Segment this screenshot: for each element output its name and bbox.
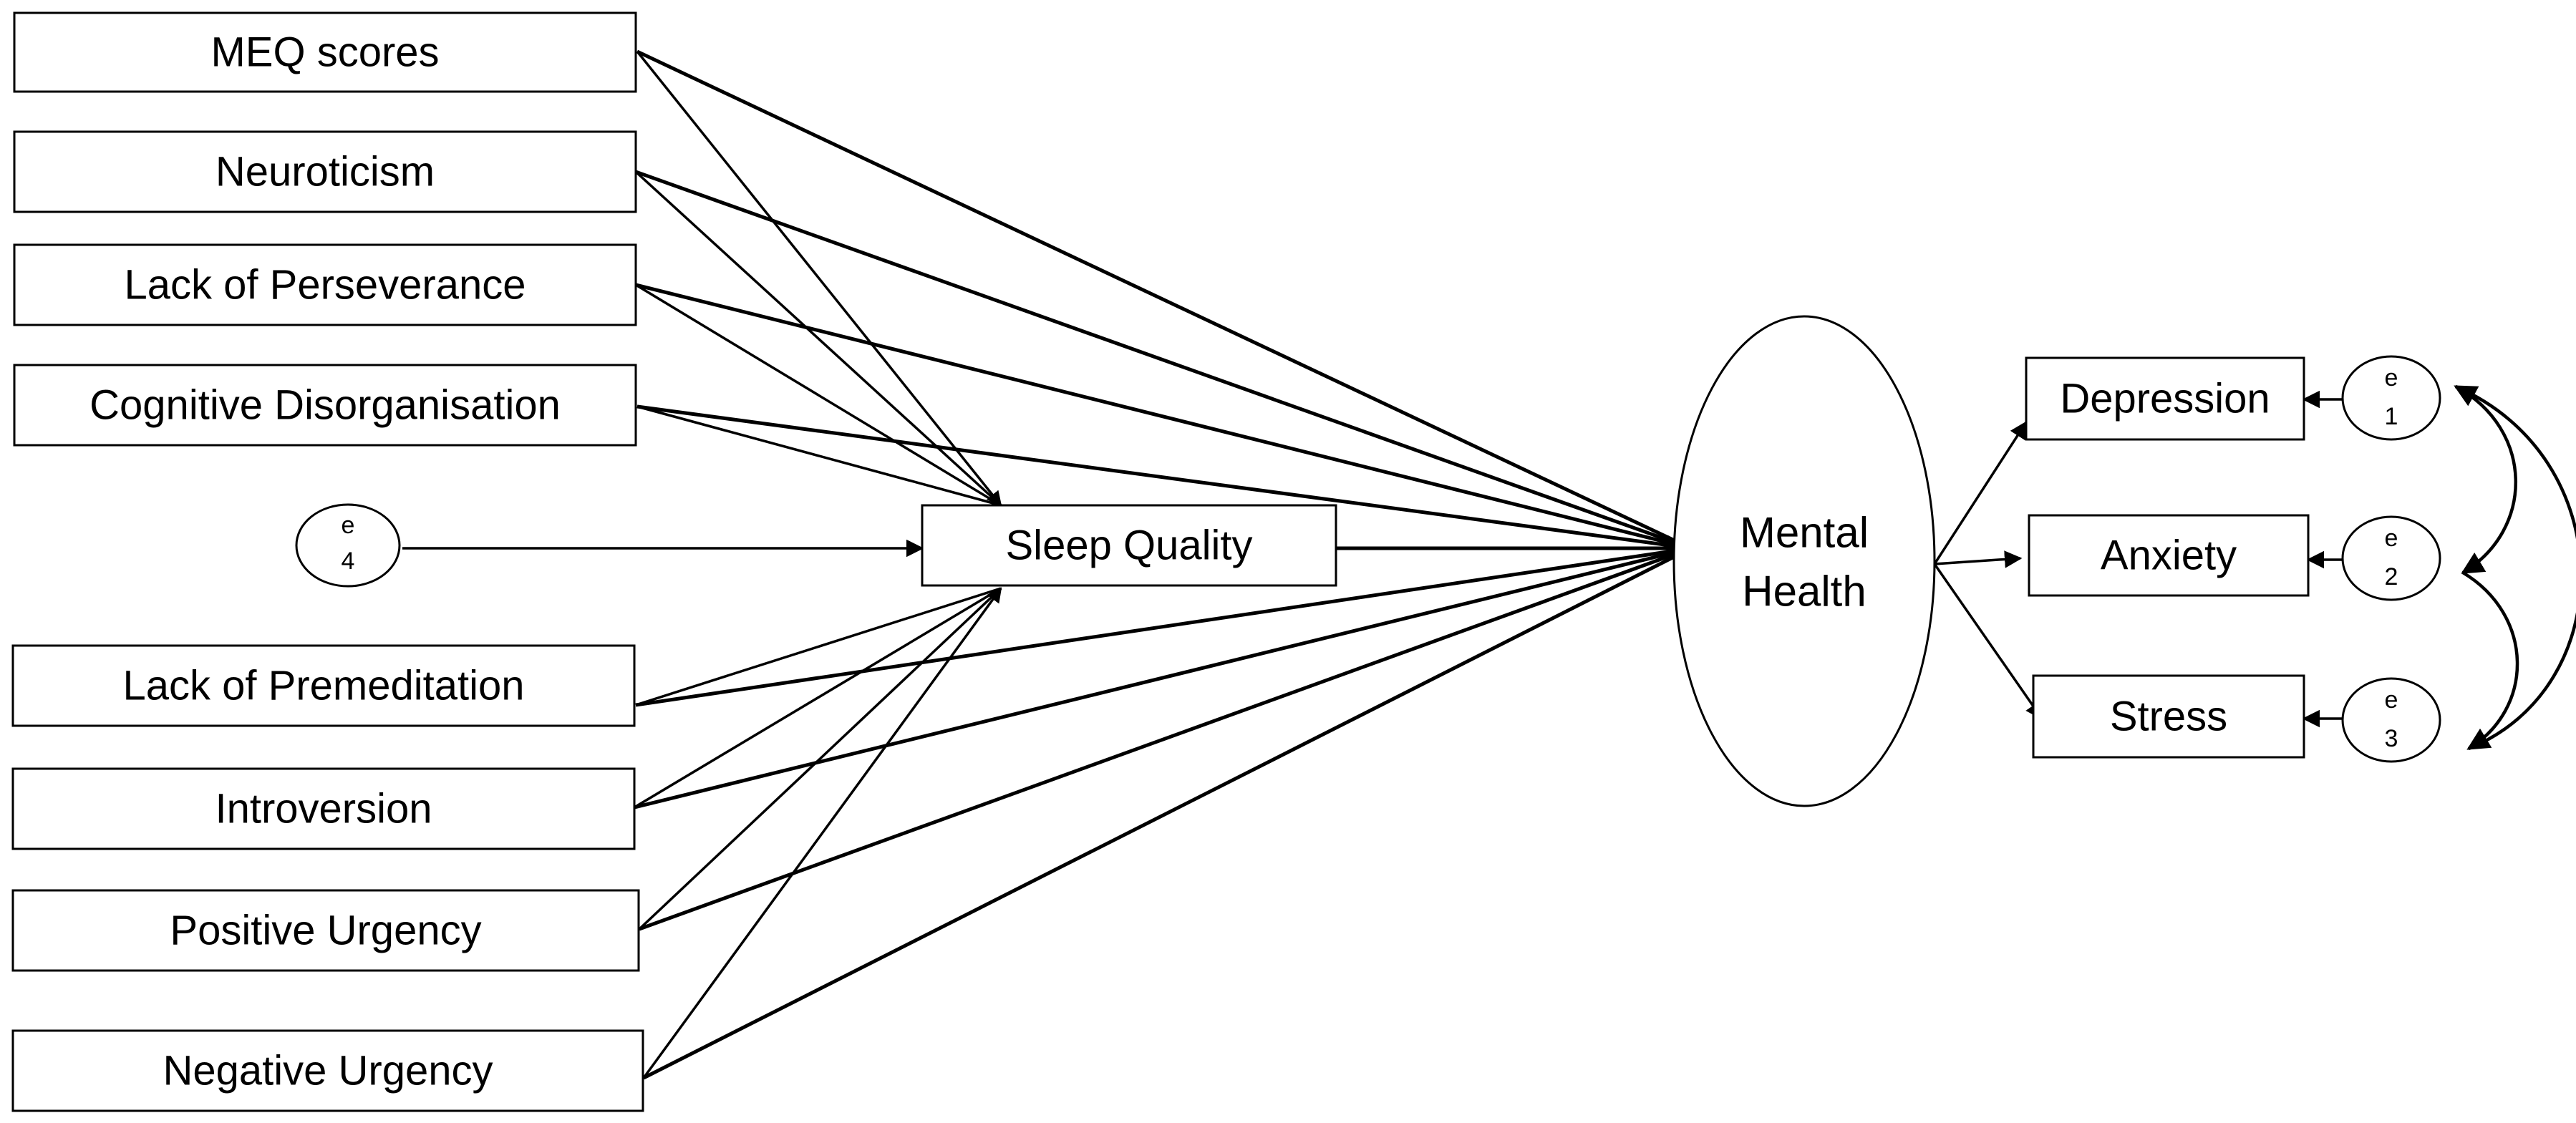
path-mental-health-to-anxiety	[1934, 550, 2023, 568]
path-neuroticism-to-sleep	[634, 170, 1002, 507]
error-e2-number: 2	[2385, 563, 2398, 590]
error-e4-letter: e	[342, 512, 355, 539]
path-mental-health-to-depression	[1933, 420, 2028, 565]
label-introversion: Introversion	[215, 786, 432, 832]
path-negative-to-mental-health	[642, 546, 1693, 1080]
label-stress: Stress	[2110, 694, 2227, 740]
error-paths	[2302, 390, 2345, 728]
error-covariances	[2454, 384, 2576, 751]
box-neuroticism: Neuroticism	[13, 130, 637, 213]
box-introversion: Introversion	[11, 767, 636, 850]
covariance-e2-e3	[2461, 571, 2519, 750]
box-lack-of-perseverance: Lack of Perseverance	[13, 243, 637, 326]
box-meq-scores: MEQ scores	[13, 11, 637, 93]
error-e3-letter: e	[2385, 686, 2398, 714]
path-meq-to-sleep	[636, 50, 1002, 507]
path-introversion-to-sleep	[634, 587, 1002, 809]
box-sleep-quality: Sleep Quality	[921, 504, 1337, 587]
error-e2: e 2	[2341, 515, 2441, 601]
error-e1-letter: e	[2385, 364, 2398, 392]
path-premeditation-to-mental-health	[635, 546, 1692, 707]
error-e1: e 1	[2341, 355, 2441, 441]
box-depression: Depression	[2025, 356, 2305, 441]
label-cognitive-disorganisation: Cognitive Disorganisation	[89, 382, 561, 429]
error-e3: e 3	[2341, 677, 2441, 763]
covariance-e1-e3	[2455, 384, 2576, 751]
label-anxiety: Anxiety	[2101, 533, 2237, 579]
path-perseverance-to-sleep	[635, 283, 1002, 507]
error-e4-number: 4	[342, 548, 355, 575]
label-positive-urgency: Positive Urgency	[170, 908, 481, 954]
paths-to-mental-health	[634, 49, 1693, 1080]
error-e4: e 4	[295, 503, 401, 588]
label-neuroticism: Neuroticism	[216, 149, 435, 195]
box-positive-urgency: Positive Urgency	[11, 889, 640, 972]
path-positive-to-sleep	[638, 587, 1002, 930]
box-lack-of-premeditation: Lack of Premeditation	[11, 644, 636, 727]
paths-to-indicators	[1933, 420, 2043, 721]
box-stress: Stress	[2032, 674, 2305, 759]
path-cognitive-to-mental-health	[636, 404, 1692, 550]
label-lack-of-premeditation: Lack of Premeditation	[123, 663, 525, 709]
label-lack-of-perseverance: Lack of Perseverance	[125, 262, 526, 308]
label-mental-health-line1: Mental	[1740, 509, 1869, 557]
path-perseverance-to-mental-health	[635, 283, 1692, 550]
error-e1-number: 1	[2385, 403, 2398, 430]
covariance-e1-e2	[2454, 385, 2517, 574]
predictor-boxes: MEQ scores Neuroticism Lack of Persevera…	[11, 11, 644, 1112]
paths-to-sleep-quality	[402, 50, 1002, 1079]
label-meq-scores: MEQ scores	[210, 29, 439, 76]
box-cognitive-disorganisation: Cognitive Disorganisation	[13, 364, 637, 447]
label-mental-health-line2: Health	[1742, 568, 1866, 616]
path-meq-to-mental-health	[636, 49, 1693, 550]
latent-mental-health: Mental Health	[1672, 315, 1936, 807]
path-premeditation-to-sleep	[635, 587, 1002, 706]
error-e2-letter: e	[2385, 525, 2398, 552]
label-depression: Depression	[2060, 376, 2270, 422]
path-introversion-to-mental-health	[634, 546, 1692, 810]
label-negative-urgency: Negative Urgency	[163, 1048, 493, 1094]
path-negative-to-sleep	[642, 587, 1002, 1079]
label-sleep-quality: Sleep Quality	[1006, 522, 1253, 569]
path-cognitive-to-sleep	[636, 405, 1002, 507]
box-negative-urgency: Negative Urgency	[11, 1029, 644, 1112]
path-positive-to-mental-health	[639, 546, 1692, 931]
error-e3-number: 3	[2385, 725, 2398, 752]
path-mental-health-to-stress	[1933, 563, 2043, 721]
path-neuroticism-to-mental-health	[635, 170, 1692, 550]
box-anxiety: Anxiety	[2028, 514, 2310, 597]
